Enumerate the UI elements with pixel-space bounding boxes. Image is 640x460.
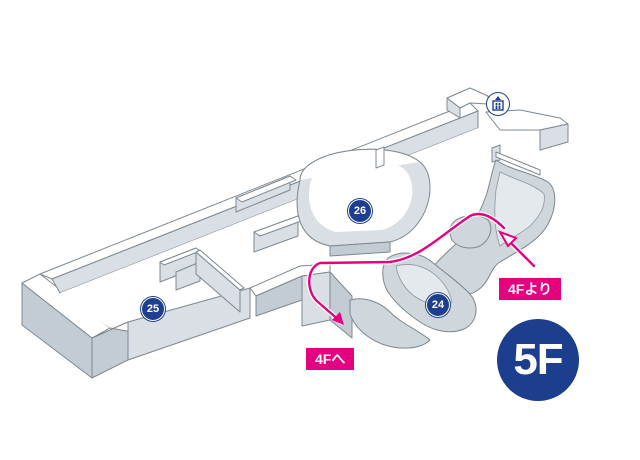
stair-well — [329, 271, 353, 339]
circle-room-base — [329, 241, 391, 257]
right-corridor-top — [495, 151, 541, 176]
route-entry-arrow — [497, 230, 518, 248]
partition-b — [175, 261, 201, 291]
cave-rock-upper-highlight — [494, 171, 545, 247]
circle-room-floor — [309, 159, 413, 232]
route-exit-path — [308, 212, 506, 324]
marker-25[interactable]: 25 — [141, 297, 165, 321]
circle-room-rim — [299, 148, 421, 181]
partition-c-top — [195, 249, 245, 291]
route-exit-arrow — [332, 312, 344, 325]
circle-room-notch — [375, 146, 385, 169]
floor-badge: 5F — [497, 319, 579, 401]
route-tag-to-4f[interactable]: 4Fへ — [306, 348, 355, 370]
marker-24[interactable]: 24 — [426, 293, 450, 317]
elevator-tower-side — [446, 97, 461, 119]
route-entry-path — [506, 238, 536, 268]
block-center-top — [235, 175, 297, 203]
route-tag-from-4f[interactable]: 4Fより — [499, 278, 562, 300]
cave-rock-lower — [349, 298, 431, 349]
elevator-lobby-side — [539, 123, 569, 151]
left-room-lower-wall — [127, 287, 251, 361]
elevator-icon[interactable] — [486, 92, 510, 116]
marker-26[interactable]: 26 — [348, 199, 372, 223]
elevator-glyph — [492, 96, 504, 111]
